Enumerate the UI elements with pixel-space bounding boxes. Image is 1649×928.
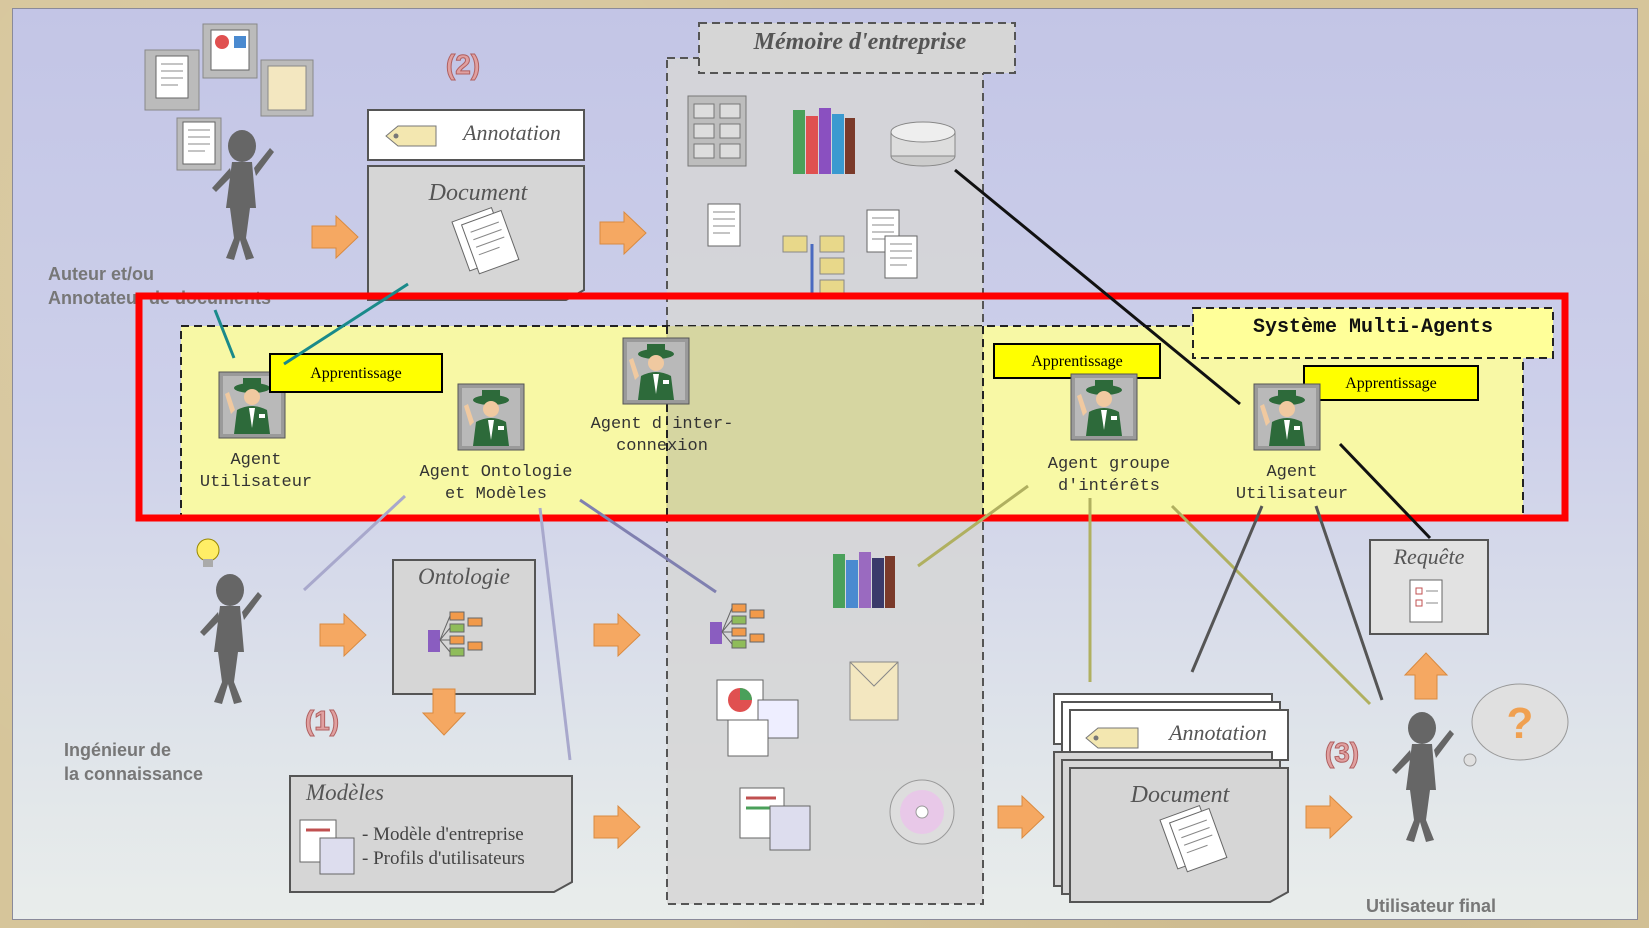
annotation-top-label: Annotation xyxy=(461,120,561,145)
document-icon xyxy=(884,235,918,279)
modeles-item-2: - Profils d'utilisateurs xyxy=(362,848,525,869)
document-stack-icon xyxy=(1159,804,1228,873)
agent-user-left-line2: Utilisateur xyxy=(200,473,312,492)
apprentissage-text-1: Apprentissage xyxy=(310,365,402,382)
end-user-person-icon xyxy=(1392,712,1454,842)
engineer-person-icon xyxy=(200,574,262,704)
question-bubble-icon: ? xyxy=(1463,683,1569,767)
database-icon xyxy=(890,121,956,167)
memory-title: Mémoire d'entreprise xyxy=(753,29,967,55)
document-icon xyxy=(707,203,741,247)
cabinet-icon xyxy=(687,95,747,167)
floating-documents xyxy=(144,23,314,171)
step-3: (3) xyxy=(1325,737,1359,768)
mas-title-box xyxy=(1192,307,1554,359)
form-icon xyxy=(1409,579,1443,623)
modeles-label: Modèles xyxy=(305,780,384,805)
apprentissage-label-3 xyxy=(1303,365,1479,401)
ontologie-label: Ontologie xyxy=(418,564,510,589)
orange-arrow-icon xyxy=(319,613,367,657)
agent-group-line1: Agent groupe xyxy=(1048,455,1170,474)
agent-icon xyxy=(457,383,525,451)
agent-group-line2: d'intérêts xyxy=(1058,477,1160,496)
envelope-icon xyxy=(849,661,899,721)
folder-tree-icon xyxy=(782,235,845,297)
orange-arrow-icon xyxy=(593,805,641,849)
tag-icon xyxy=(385,125,437,147)
agent-icon xyxy=(622,337,690,405)
apprentissage-text-3: Apprentissage xyxy=(1345,375,1437,392)
svg-text:?: ? xyxy=(1507,699,1534,748)
document-stack-icon xyxy=(451,206,520,275)
step-2: (2) xyxy=(446,49,480,80)
highlight-box xyxy=(135,292,1569,522)
engineer-label-line1: Ingénieur de xyxy=(64,740,171,760)
agent-memory-overlap xyxy=(667,326,983,518)
connections xyxy=(213,168,1432,761)
orange-arrow-icon xyxy=(997,795,1045,839)
annotation-bottom-label: Annotation xyxy=(1167,720,1267,745)
author-label-line1: Auteur et/ou xyxy=(48,264,154,284)
books-icon xyxy=(833,552,895,608)
agent-user-left-line1: Agent xyxy=(230,451,281,470)
agent-icon xyxy=(1070,373,1138,441)
requete-label: Requête xyxy=(1393,544,1465,569)
apprentissage-label-1 xyxy=(269,353,443,393)
orange-arrow-icon xyxy=(1305,795,1353,839)
agent-icon xyxy=(1253,383,1321,451)
orange-arrow-icon xyxy=(593,613,641,657)
agent-user-right-line1: Agent xyxy=(1266,463,1317,482)
tag-icon xyxy=(1085,727,1139,749)
end-user-label: Utilisateur final xyxy=(1366,896,1496,916)
orange-arrow-icon xyxy=(422,688,466,736)
orange-arrow-icon xyxy=(599,211,647,255)
document-list-icon xyxy=(299,819,355,875)
agent-inter-line2: connexion xyxy=(616,437,708,456)
step-1: (1) xyxy=(305,705,339,736)
agent-onto-line1: Agent Ontologie xyxy=(419,463,572,482)
engineer-label-line2: la connaissance xyxy=(64,764,203,784)
apprentissage-label-2 xyxy=(993,343,1161,379)
agent-inter-line1: Agent d'inter- xyxy=(591,415,734,434)
agent-onto-line2: et Modèles xyxy=(445,485,547,504)
mas-title: Système Multi-Agents xyxy=(1253,316,1493,339)
modeles-item-1: - Modèle d'entreprise xyxy=(362,824,524,845)
agent-user-right-line2: Utilisateur xyxy=(1236,485,1348,504)
cd-icon xyxy=(889,779,955,845)
memory-title-box xyxy=(698,22,1016,74)
books-icon xyxy=(793,108,855,174)
orange-arrow-icon xyxy=(1404,652,1448,700)
orange-arrow-icon xyxy=(311,215,359,259)
document-top-label: Document xyxy=(428,180,529,206)
apprentissage-text-2: Apprentissage xyxy=(1031,353,1123,370)
document-bottom-label: Document xyxy=(1130,782,1231,808)
modeles-box xyxy=(289,775,573,893)
chart-icon xyxy=(716,679,799,757)
document-list-icon xyxy=(739,787,811,851)
lightbulb-icon xyxy=(196,538,220,567)
